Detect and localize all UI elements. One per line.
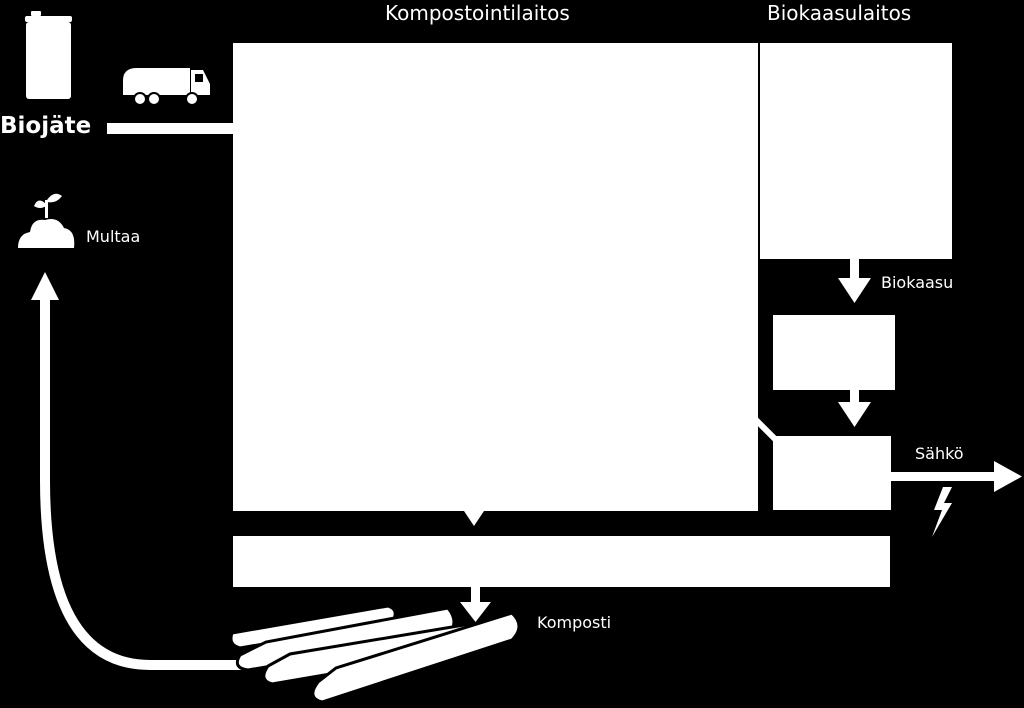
biogas-arrow [838,259,871,303]
biowaste-input-line [107,123,233,134]
compost-label: Komposti [537,613,612,632]
return-arrowhead [31,272,59,300]
biogas-plant-block [760,43,952,259]
lightning-icon [932,487,952,537]
electricity-label: Sähkö [915,444,964,463]
biogas-label: Biokaasu [881,273,954,292]
biowaste-label: Biojäte [0,113,92,139]
connector-diagonal [753,417,781,445]
garbage-truck-icon [123,68,210,106]
soil-label: Multaa [86,227,141,246]
power-generation-box [773,436,891,510]
power-arrow [838,390,871,427]
gas-processing-box [773,315,895,390]
composting-band [233,536,890,587]
composting-plant-block [233,43,758,511]
band-notch-arrow [464,511,484,526]
soil-sprout-icon [18,193,75,248]
bin-icon [25,11,72,99]
return-path [40,298,245,670]
compost-arrow [460,587,491,622]
electricity-arrow [891,461,1022,492]
composting-plant-title: Kompostointilaitos [385,1,570,25]
biogas-plant-title: Biokaasulaitos [767,1,912,25]
compost-pile-icon [229,604,521,704]
